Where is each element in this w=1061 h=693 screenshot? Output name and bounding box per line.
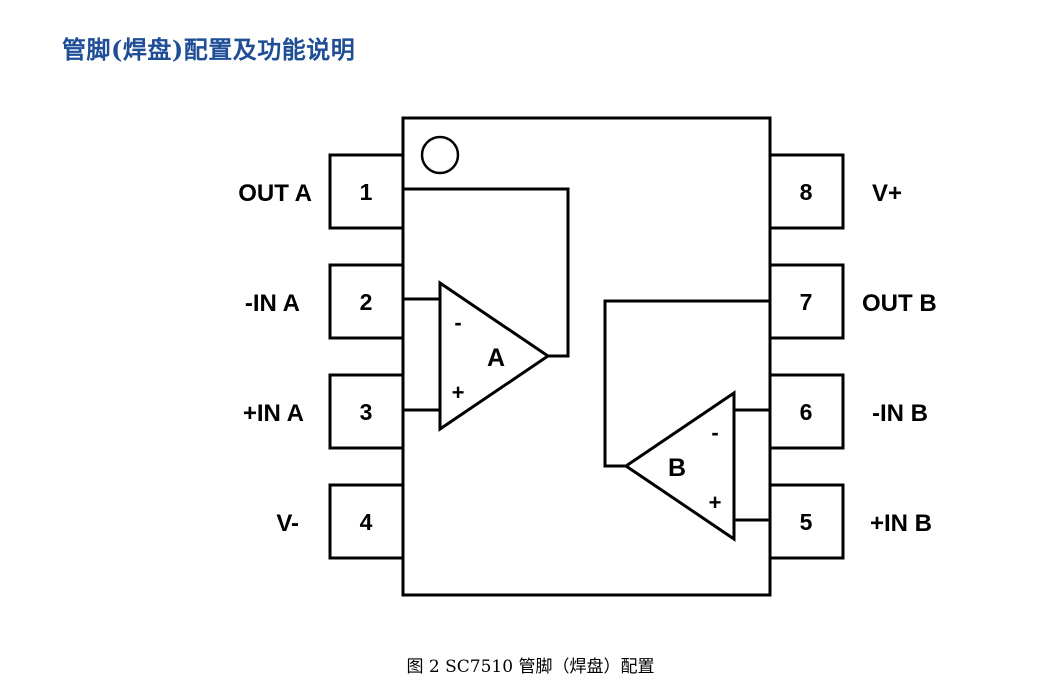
pin-number-8: 8 (800, 179, 813, 205)
pin-box-8 (768, 153, 845, 230)
pin-label-4: V- (276, 510, 299, 537)
figure-caption: 图 2 SC7510 管脚（焊盘）配置 (406, 657, 655, 677)
wire-out-a (403, 187, 570, 358)
pin-number-4: 4 (360, 509, 373, 535)
op-amp-b-minus: - (711, 420, 718, 445)
wire-out-b (603, 299, 770, 468)
op-amp-a-symbol (438, 280, 551, 432)
pin-label-7: OUT B (862, 290, 937, 317)
op-amp-b-plus: + (709, 490, 722, 515)
pin-box-1 (328, 153, 405, 230)
pin-number-3: 3 (360, 399, 373, 425)
pin-label-8: V+ (872, 180, 902, 207)
op-amp-b-label: B (668, 454, 686, 482)
pin-label-2: -IN A (245, 290, 300, 317)
pin-label-3: +IN A (243, 400, 304, 427)
op-amp-a-minus: - (454, 310, 461, 335)
pin-box-2 (328, 263, 405, 340)
op-amp-a-plus: + (452, 380, 465, 405)
pin-number-7: 7 (800, 289, 813, 315)
pin-label-6: -IN B (872, 400, 928, 427)
pin-box-4 (328, 483, 405, 560)
ic-body (401, 116, 772, 597)
pin-label-1: OUT A (238, 180, 312, 207)
pin-number-6: 6 (800, 399, 813, 425)
pin-label-5: +IN B (870, 510, 932, 537)
pin-number-5: 5 (800, 509, 813, 535)
pin1-marker-icon (420, 135, 460, 175)
op-amp-b-symbol (623, 390, 736, 542)
pin-number-1: 1 (360, 179, 373, 205)
pin-number-2: 2 (360, 289, 373, 315)
op-amp-a-label: A (487, 344, 505, 372)
pin-box-7 (768, 263, 845, 340)
pinout-diagram: 1 2 3 4 8 7 6 5 OUT A -IN A +IN A V- V+ … (238, 116, 937, 597)
section-heading: 管脚(焊盘)配置及功能说明 (62, 35, 356, 64)
